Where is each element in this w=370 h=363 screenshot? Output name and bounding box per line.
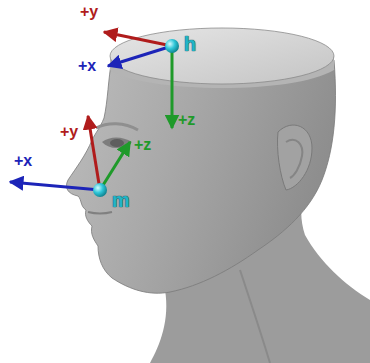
axis-label: +z (134, 137, 151, 153)
axis-label: +y (80, 4, 98, 20)
point-label: m (112, 190, 130, 210)
axis-label: +z (178, 112, 195, 128)
axis-label: +x (78, 58, 96, 74)
point-label: h (184, 34, 196, 54)
axis-label: +x (14, 153, 32, 169)
axis-label: +y (60, 124, 78, 140)
